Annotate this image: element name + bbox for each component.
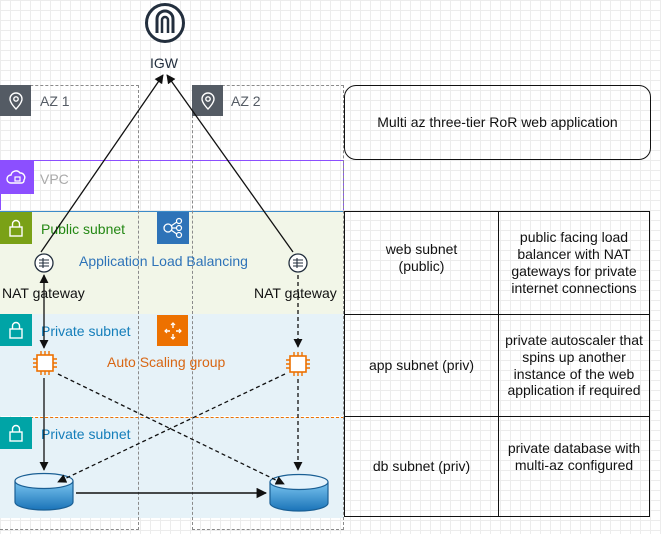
nat1-to-igw-arrow — [40, 74, 164, 253]
az2-boundary — [192, 85, 344, 530]
lock-icon — [0, 417, 32, 449]
az2-label: AZ 2 — [231, 93, 261, 109]
location-pin-icon — [192, 85, 223, 116]
table-divider-col — [498, 212, 499, 516]
table-row-db-name: db subnet (priv) — [372, 458, 471, 475]
public-subnet-label: Public subnet — [41, 221, 126, 237]
lock-icon — [0, 212, 32, 244]
vpc-label: VPC — [40, 171, 69, 187]
table-divider-row — [345, 416, 649, 417]
private-subnet-app-label: Private subnet — [41, 323, 131, 339]
nat-gateway-icon — [34, 253, 54, 273]
asg-label: Auto Scaling group — [107, 354, 226, 370]
private-subnet-db-label: Private subnet — [41, 426, 131, 442]
legend-table: web subnet (public) public facing load b… — [344, 211, 650, 517]
ec2-instance-icon — [284, 350, 312, 378]
vpc-cloud-icon — [0, 160, 34, 194]
nat2-to-igw-arrow — [166, 74, 294, 253]
az1-label: AZ 1 — [40, 93, 70, 109]
location-pin-icon — [0, 85, 31, 116]
nat-gateway-icon — [288, 253, 308, 273]
table-row-web-desc: public facing load balancer with NAT gat… — [511, 229, 637, 296]
lock-icon — [0, 314, 32, 346]
table-row-web-name: web subnet (public) — [385, 241, 458, 274]
table-divider-row — [345, 314, 649, 315]
alb-label: Application Load Balancing — [79, 253, 248, 269]
internet-gateway-icon — [144, 2, 186, 44]
nat-gateway-label-az2: NAT gateway — [254, 285, 337, 301]
table-row-db-desc: private database with multi-az configure… — [507, 440, 641, 473]
load-balancer-icon — [157, 212, 189, 244]
diagram-title: Multi az three-tier RoR web application — [344, 85, 651, 160]
table-row-app-name: app subnet (priv) — [368, 357, 475, 374]
ec2-instance-icon — [31, 349, 59, 377]
table-row-app-desc: private autoscaler that spins up another… — [505, 331, 643, 399]
igw-label: IGW — [150, 55, 178, 71]
az1-boundary — [0, 85, 139, 530]
auto-scaling-icon — [157, 315, 188, 346]
